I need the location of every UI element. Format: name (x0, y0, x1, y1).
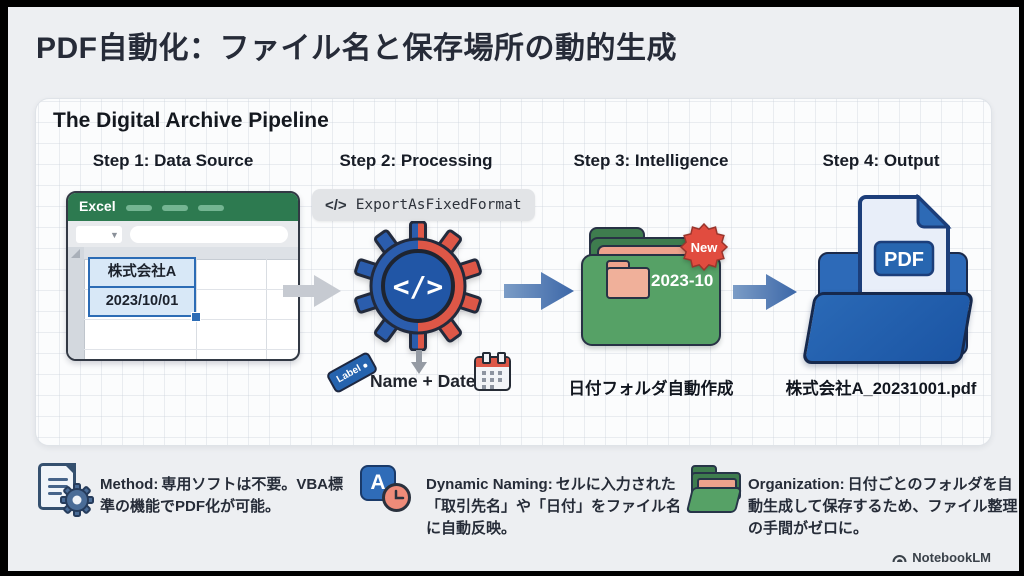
excel-menu-dash (162, 205, 188, 211)
calendar-icon (474, 352, 511, 391)
letter-clock-icon: A (360, 465, 422, 519)
step3-caption: 日付フォルダ自動作成 (568, 380, 734, 398)
folder-icon (685, 465, 747, 517)
pdf-output-icon: PDF (801, 194, 975, 369)
pipeline-title: The Digital Archive Pipeline (53, 109, 329, 132)
note-naming-lead: Dynamic Naming: (426, 476, 553, 493)
watermark-label: NotebookLM (912, 550, 991, 565)
gridline (196, 259, 197, 359)
gridline (84, 349, 298, 350)
note-naming: Dynamic Naming:セルに入力された「取引先名」や「日付」をファイル名… (426, 474, 682, 539)
notebooklm-watermark: NotebookLM (892, 550, 991, 565)
calendar-ring (497, 352, 506, 364)
step2-caption: Name + Date (370, 371, 476, 391)
dropdown-arrow-icon: ▼ (110, 230, 119, 240)
new-badge-label: New (691, 240, 719, 255)
note-organization: Organization:日付ごとのフォルダを自動生成して保存するため、ファイル… (748, 474, 1020, 539)
slide-background: PDF自動化：ファイル名と保存場所の動的生成 The Digital Archi… (8, 7, 1019, 571)
folder-name: 2023-10 (651, 271, 714, 290)
gear-icon (60, 483, 94, 517)
note-naming-body: セルに入力された「取引先名」や「日付」をファイル名に自動反映。 (426, 476, 682, 537)
cell-company: 株式会社A (107, 264, 177, 280)
select-all-icon (71, 249, 80, 258)
folder-front (581, 254, 721, 346)
excel-menu-dash (198, 205, 224, 211)
note-method: Method:専用ソフトは不要。VBA標準の機能でPDF化が可能。 (100, 474, 356, 518)
page-fold-icon (63, 463, 76, 476)
arrow-right-icon (733, 274, 797, 310)
note-organization-lead: Organization: (748, 476, 845, 493)
excel-row-headers (68, 247, 85, 359)
step2-header: Step 2: Processing (339, 151, 493, 170)
note-method-lead: Method: (100, 476, 159, 493)
excel-app-name: Excel (79, 198, 116, 214)
arrow-right-icon (283, 275, 341, 307)
cell-divider (90, 286, 194, 288)
excel-window: Excel ▼ 株式会社A 2023/10/01 (66, 191, 300, 361)
tag-text: Label (334, 363, 364, 386)
note-organization-body: 日付ごとのフォルダを自動生成して保存するため、ファイル整理の手間がゼロに。 (748, 476, 1018, 537)
excel-menu-dash (126, 205, 152, 211)
step3-header: Step 3: Intelligence (573, 151, 729, 170)
excel-titlebar: Excel (68, 193, 298, 221)
gridline (266, 259, 267, 359)
page-title: PDF自動化：ファイル名と保存場所の動的生成 (36, 32, 677, 65)
letter-a: A (370, 471, 386, 494)
pdf-label: PDF (884, 249, 924, 271)
excel-formula-bar (130, 226, 288, 243)
selected-cells: 株式会社A 2023/10/01 (88, 257, 196, 317)
note-method-body: 専用ソフトは不要。VBA標準の機能でPDF化が可能。 (100, 476, 343, 515)
mini-folder-icon (606, 267, 650, 299)
tag-hole (362, 362, 368, 369)
gear-code-glyph: </> (393, 270, 444, 303)
output-folder-front (801, 292, 975, 364)
new-badge: New (680, 223, 728, 271)
excel-name-box (76, 226, 122, 243)
code-chip: </> ExportAsFixedFormat (312, 189, 535, 221)
calendar-header (476, 358, 509, 367)
step1-header: Step 1: Data Source (92, 151, 254, 170)
code-icon: </> (325, 196, 347, 214)
fill-handle (191, 312, 201, 322)
step4-header: Step 4: Output (822, 151, 940, 170)
pipeline-panel: The Digital Archive Pipeline Step 1: Dat… (35, 98, 992, 446)
clock-hands (394, 489, 405, 500)
arrow-down-icon (411, 350, 427, 374)
step4-caption: 株式会社A_20231001.pdf (785, 380, 977, 398)
calendar-ring (482, 352, 491, 364)
notebooklm-logo-icon (892, 554, 907, 562)
cell-date: 2023/10/01 (105, 293, 179, 309)
code-chip-label: ExportAsFixedFormat (355, 197, 522, 213)
gear-code-icon: </> (353, 221, 483, 351)
arrow-right-icon (504, 272, 574, 310)
document-gear-icon (38, 463, 102, 521)
